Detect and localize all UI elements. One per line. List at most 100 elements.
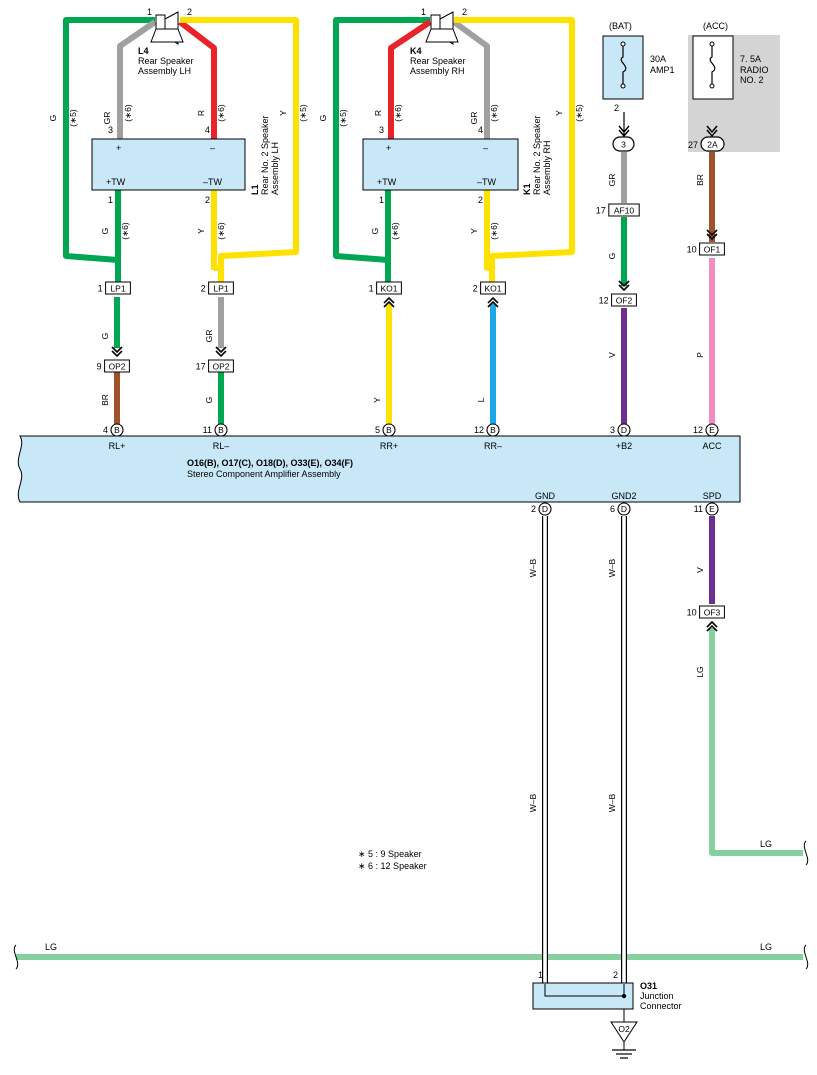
speaker-l1-box xyxy=(91,138,246,191)
connector-arrow-icon xyxy=(706,125,718,138)
pin-circle xyxy=(214,423,228,437)
wire-color-label: BR xyxy=(695,174,705,186)
wire-gray-rh-minus xyxy=(452,19,490,139)
pin-number: 2 xyxy=(531,504,536,514)
wire-color-label: W–B xyxy=(528,558,538,577)
wire-red-lh-minus xyxy=(178,19,217,139)
speaker-l4-code: L4 xyxy=(138,46,149,56)
connector-pin: 17 xyxy=(196,361,206,371)
pin-function-label: GND xyxy=(535,491,556,501)
pin-function-label: GND2 xyxy=(611,491,636,501)
note-star6: ∗ 6 : 12 Speaker xyxy=(358,861,427,871)
speaker-l4-pin2: 2 xyxy=(187,7,192,17)
wire-color-label: W–B xyxy=(607,558,617,577)
amplifier-box xyxy=(17,435,741,503)
fuse-bat-name: AMP1 xyxy=(650,65,675,75)
speaker-icon xyxy=(425,28,459,43)
connector-pin: 17 xyxy=(596,205,606,215)
speaker-l4-name2: Assembly LH xyxy=(138,66,191,76)
wire-color-label: L xyxy=(476,397,486,402)
speaker-l4-magnet xyxy=(155,14,166,30)
junction-o31-bus xyxy=(544,984,625,997)
pin-number: 3 xyxy=(610,425,615,435)
connector-box xyxy=(611,293,637,307)
fuse-bat-rating: 30A xyxy=(650,54,666,64)
wire-color-label: (∗5) xyxy=(298,104,308,122)
amplifier-assembly: O16(B), O17(C), O18(D), O33(E), O34(F) S… xyxy=(17,423,741,516)
wire-color-label: Y xyxy=(554,110,564,116)
fuse-acc-rating: 7. 5A xyxy=(740,54,761,64)
wire-color-label: BR xyxy=(100,394,110,406)
wire-color-label: G xyxy=(100,228,110,235)
wire-color-label: V xyxy=(695,567,705,573)
wire-color-label: G xyxy=(370,228,380,235)
connector-arrow-icon xyxy=(706,620,718,632)
speaker-k1-pin1: 1 xyxy=(379,195,384,205)
connector-arrow-icon xyxy=(618,125,630,138)
amplifier-name: Stereo Component Amplifier Assembly xyxy=(187,469,341,479)
notes: ∗ 5 : 9 Speaker ∗ 6 : 12 Speaker xyxy=(358,849,427,871)
connector-label: OF2 xyxy=(616,295,633,305)
wire-color-label: (∗6) xyxy=(123,104,133,122)
wire-color-label: Y xyxy=(372,397,382,403)
speaker-k4-pin1: 1 xyxy=(421,7,426,17)
fuse-bat-pin: 2 xyxy=(614,103,619,113)
fuse-bat: (BAT) 30A AMP1 2 xyxy=(602,21,675,113)
speaker-l1: + – +TW –TW 3 4 1 2 L1 Rear No. 2 Speake… xyxy=(91,115,280,205)
connector-bat-oval: 3 xyxy=(612,125,635,152)
connector-arrow-icon xyxy=(487,296,499,308)
pin-connector-letter: B xyxy=(490,425,496,435)
wire-gray-lh-plus xyxy=(117,19,157,139)
connector-box xyxy=(608,203,640,217)
wire-color-label: G xyxy=(607,253,617,260)
lg-left-label: LG xyxy=(45,942,57,952)
wire-color-label: W–B xyxy=(607,793,617,812)
wire-color-label: G xyxy=(204,397,214,404)
connector-bat-oval-label: 3 xyxy=(621,140,626,150)
wire-color-label: (∗6) xyxy=(390,222,400,240)
connector-label: OF3 xyxy=(704,607,721,617)
fuse-bat-source: (BAT) xyxy=(609,21,632,31)
speaker-l1-tw-plus: +TW xyxy=(106,177,126,187)
speaker-k4-magnet xyxy=(430,14,441,30)
connector-label: OP2 xyxy=(108,361,125,371)
speaker-k1-pin2: 2 xyxy=(478,195,483,205)
pin-connector-letter: D xyxy=(621,425,627,435)
wire-color-label: (∗6) xyxy=(489,104,499,122)
wire-color-label: (∗6) xyxy=(489,222,499,240)
note-star5: ∗ 5 : 9 Speaker xyxy=(358,849,422,859)
wire-color-label: Y xyxy=(278,110,288,116)
speaker-k1-name1: Rear No. 2 Speaker xyxy=(532,115,542,195)
speaker-l1-plus: + xyxy=(116,143,121,153)
connector-box xyxy=(208,281,234,295)
connector-label: AF10 xyxy=(614,205,635,215)
pin-connector-letter: B xyxy=(218,425,224,435)
speaker-k4-name1: Rear Speaker xyxy=(410,56,466,66)
fuse-acc-box xyxy=(692,35,734,100)
connector-box xyxy=(699,605,725,619)
wire-color-label: Y xyxy=(469,228,479,234)
connector-pin: 2 xyxy=(473,283,478,293)
speaker-k1-tw-plus: +TW xyxy=(377,177,397,187)
fuse-icon xyxy=(620,44,627,86)
pin-function-label: SPD xyxy=(703,491,722,501)
wire-color-label: LG xyxy=(695,666,705,677)
speaker-k1: + – +TW –TW 3 4 1 2 K1 Rear No. 2 Speake… xyxy=(362,115,552,205)
connector-pin: 10 xyxy=(687,244,697,254)
speaker-icon xyxy=(150,28,184,43)
connector-arrow-icon xyxy=(706,229,718,241)
connector-box xyxy=(376,281,402,295)
connector-box xyxy=(208,359,234,373)
wire-break-icon xyxy=(13,944,19,970)
